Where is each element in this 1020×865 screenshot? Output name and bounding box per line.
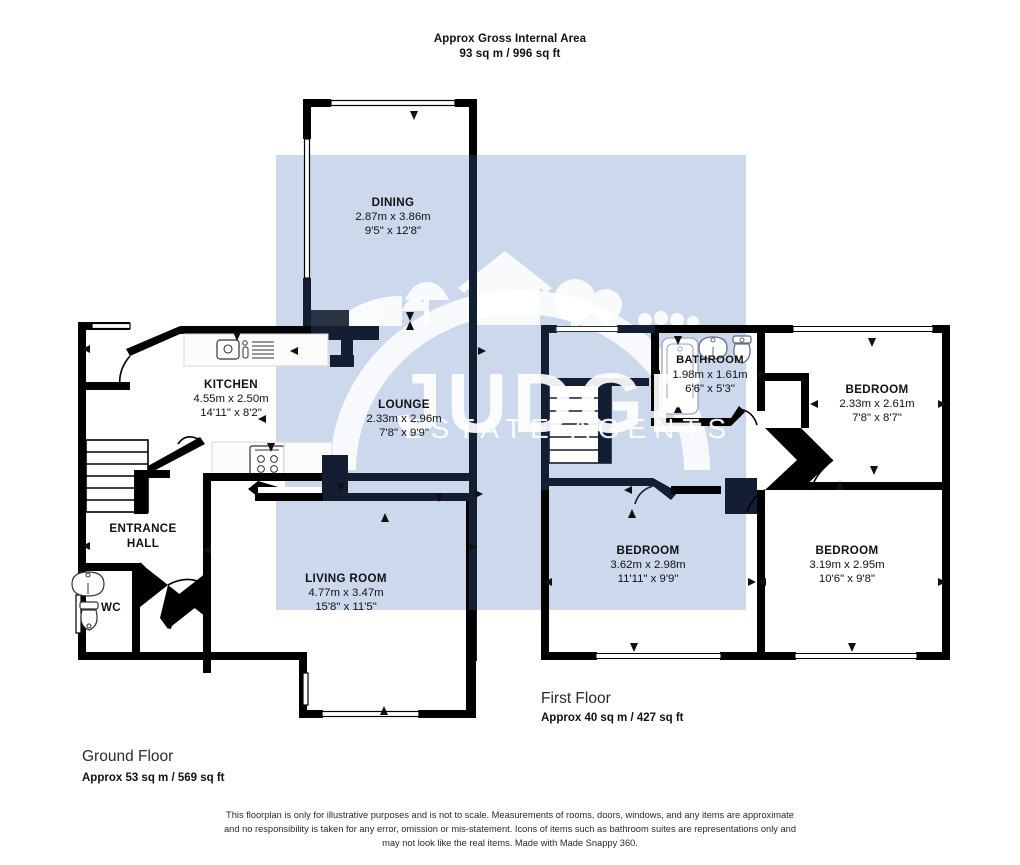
room-name: ENTRANCE HALL: [109, 522, 177, 551]
room-metric: 3.19m x 2.95m: [809, 559, 885, 572]
room-label-bedroom-front-left: BEDROOM 3.62m x 2.98m 11'11" x 9'9": [548, 544, 748, 586]
disclaimer-line-3: may not look like the real items. Made w…: [382, 838, 638, 849]
room-imperial: 7'8" x 8'7": [852, 412, 902, 425]
first-floor-interior-walls: [549, 333, 950, 660]
direction-arrows-first: [544, 336, 946, 652]
bathtub-icon: [661, 337, 699, 415]
room-name: DINING: [371, 196, 415, 209]
kitchen-counter-top: [183, 333, 329, 367]
first-floor-outer-walls: [541, 325, 950, 660]
room-imperial: 14'11" x 8'2": [200, 407, 262, 420]
bathroom-fixtures: [661, 335, 752, 415]
dining-room-walls: [303, 99, 477, 511]
entrance-doors: [139, 562, 206, 630]
room-label-bedroom-front-right: BEDROOM 3.19m x 2.95m 10'6" x 9'8": [747, 544, 947, 586]
staircase-ground: [85, 436, 205, 514]
room-label-lounge: LOUNGE 2.33m x 2.96m 7'8" x 9'9": [304, 398, 504, 440]
disclaimer: This floorplan is only for illustrative …: [110, 808, 910, 850]
room-label-living-room: LIVING ROOM 4.77m x 3.47m 15'8" x 11'5": [246, 572, 446, 614]
room-label-kitchen: KITCHEN 4.55m x 2.50m 14'11" x 8'2": [131, 378, 331, 420]
room-metric: 2.33m x 2.61m: [839, 398, 915, 411]
washbasin-icon: [698, 336, 728, 360]
dining-kitchen-junction-wall: [311, 310, 379, 367]
ground-floor-area: Approx 53 sq m / 569 sq ft: [82, 772, 225, 784]
living-room-walls: [203, 501, 477, 718]
room-name: KITCHEN: [204, 378, 258, 391]
disclaimer-line-2: and no responsibility is taken for any e…: [223, 824, 797, 835]
disclaimer-line-1: This floorplan is only for illustrative …: [226, 810, 794, 820]
toilet-icon: [79, 601, 99, 631]
room-name: BEDROOM: [616, 544, 680, 557]
room-label-bedroom-rear-right: BEDROOM 2.33m x 2.61m 7'8" x 8'7": [777, 383, 977, 425]
lounge-walls: [203, 455, 469, 673]
room-imperial: 7'8" x 9'9": [379, 427, 429, 440]
room-imperial: 10'6" x 9'8": [818, 573, 876, 586]
gross-area-title: Approx Gross Internal Area: [433, 33, 587, 45]
room-label-bathroom: BATHROOM 1.98m x 1.61m 6'6" x 5'3": [610, 354, 810, 396]
room-metric: 4.77m x 3.47m: [308, 587, 384, 600]
direction-arrows-ground: [82, 111, 486, 715]
ground-floor-label: Ground Floor: [82, 748, 174, 765]
first-floor-plan: [541, 325, 950, 660]
room-imperial: 9'5" x 12'8": [364, 225, 422, 238]
room-metric: 1.98m x 1.61m: [672, 368, 748, 381]
wc-fixtures: [71, 571, 105, 631]
watermark-arch: [330, 290, 710, 470]
room-name: BEDROOM: [815, 544, 879, 557]
room-imperial: 15'8" x 11'5": [315, 601, 377, 614]
room-name: LIVING ROOM: [305, 572, 387, 585]
ground-floor-plan: [71, 99, 486, 718]
kitchen-walls: [78, 322, 311, 660]
room-name: LOUNGE: [378, 398, 430, 411]
room-imperial: 6'6" x 5'3": [685, 382, 735, 395]
room-label-wc: WC: [11, 601, 211, 615]
sink-icon: [216, 339, 274, 360]
room-name: BEDROOM: [845, 383, 909, 396]
room-metric: 2.33m x 2.96m: [366, 413, 442, 426]
first-floor-label: First Floor: [541, 690, 611, 707]
hob-icon: [249, 445, 285, 476]
room-metric: 2.87m x 3.86m: [355, 211, 431, 224]
room-metric: 4.55m x 2.50m: [193, 393, 269, 406]
washbasin-icon: [71, 571, 105, 597]
toilet-icon: [732, 335, 752, 364]
room-metric: 3.62m x 2.98m: [610, 559, 686, 572]
room-imperial: 11'11" x 9'9": [617, 573, 679, 586]
room-name: WC: [100, 601, 121, 614]
room-label-entrance-hall: ENTRANCE HALL: [43, 521, 243, 551]
staircase-first: [548, 378, 649, 464]
first-floor-area: Approx 40 sq m / 427 sq ft: [541, 712, 684, 724]
room-name: BATHROOM: [676, 354, 744, 366]
room-label-dining: DINING 2.87m x 3.86m 9'5" x 12'8": [293, 196, 493, 238]
gross-area-value: 93 sq m / 996 sq ft: [459, 48, 561, 60]
